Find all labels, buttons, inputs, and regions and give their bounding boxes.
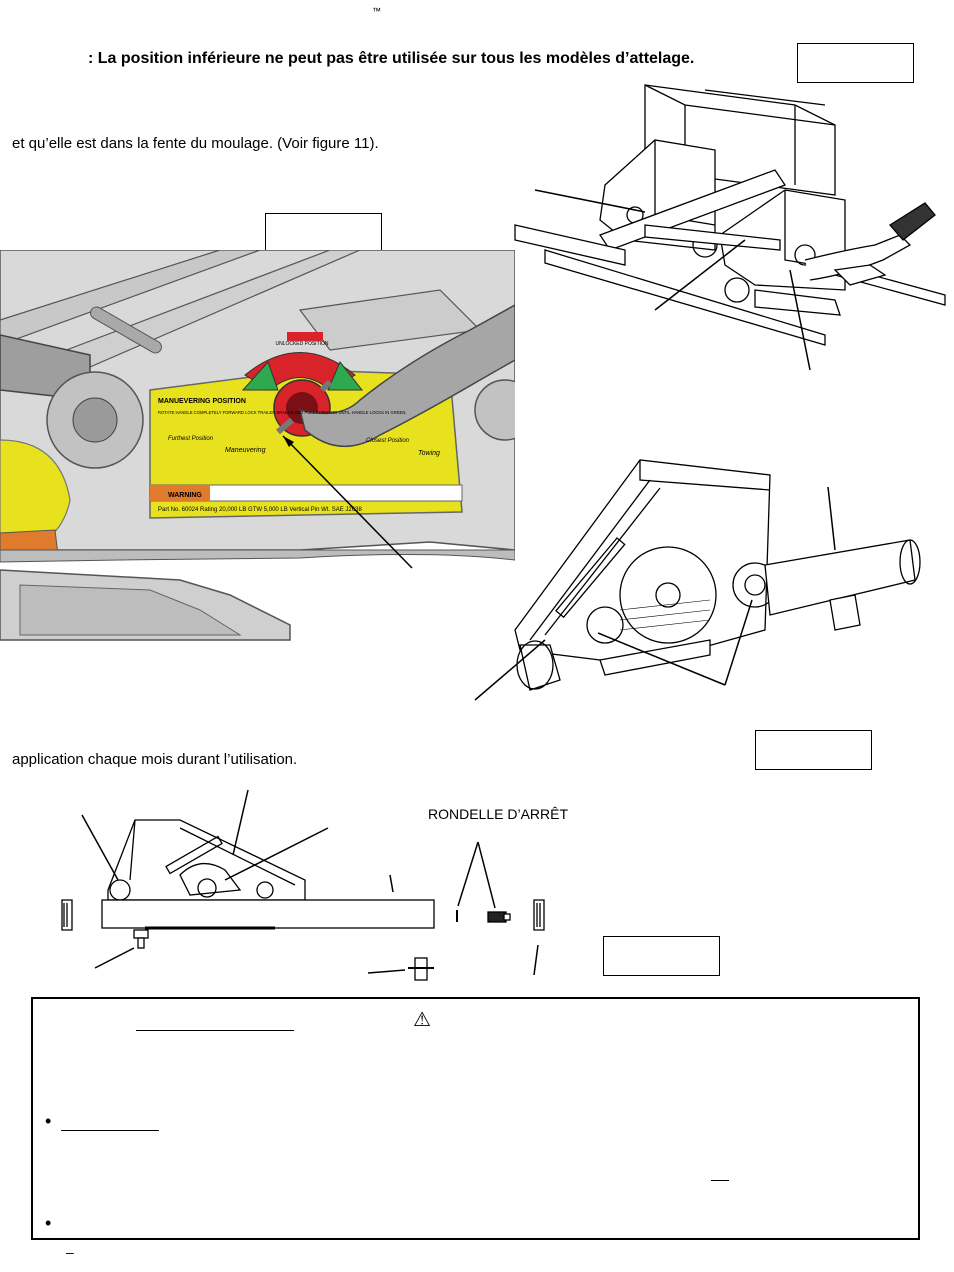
inline-underline (711, 1180, 729, 1181)
decal-warning-label: WARNING (168, 492, 202, 499)
decal-instructions: ROTATE HANDLE COMPLETELY FORWARD LOCK TR… (158, 410, 407, 415)
decal-maneuvering-title: MANUEVERING POSITION (158, 398, 246, 405)
figure-label-box-4 (603, 936, 720, 976)
body-text-line-2: application chaque mois durant l’utilisa… (12, 751, 298, 768)
bullet-2: • (45, 1213, 52, 1233)
decal-towing-label: Towing (418, 450, 440, 457)
hitch-assembly-drawing-top (514, 84, 946, 371)
body-text-line-1: et qu’elle est dans la fente du moulage.… (12, 135, 379, 152)
lock-washer-label: RONDELLE D’ARRÊT (428, 806, 569, 822)
figure-label-box-3 (755, 730, 872, 770)
figure-label-box-1 (797, 43, 914, 83)
decal-rating-line: Part No. 60024 Rating 20,000 LB GTW 5,00… (158, 507, 362, 513)
lower-position-note: : La position inférieure ne peut pas êtr… (88, 50, 695, 67)
bullet-1-underline (61, 1130, 159, 1131)
trademark-symbol: ™ (372, 6, 381, 16)
footer-dash: – (66, 1244, 74, 1260)
bullet-1: • (45, 1111, 52, 1131)
decal-closeup-figure: UNLOCKED POSITION MANUEVERING POSITION R… (0, 250, 515, 645)
decal-fullest-position: Furthest Position (168, 436, 214, 442)
hitch-head-drawing (474, 459, 921, 701)
warning-heading-underline (136, 1030, 294, 1031)
decal-unlocked-label: UNLOCKED POSITION (275, 341, 328, 347)
decal-maneuvering-label: Maneuvering (225, 447, 266, 454)
decal-closest-position: Closest Position (366, 438, 410, 444)
warning-box: ⚠ • • (31, 997, 920, 1240)
exploded-view-drawing (61, 789, 545, 981)
warning-triangle-icon: ⚠ (413, 1007, 431, 1031)
figure-label-box-2 (265, 213, 382, 253)
